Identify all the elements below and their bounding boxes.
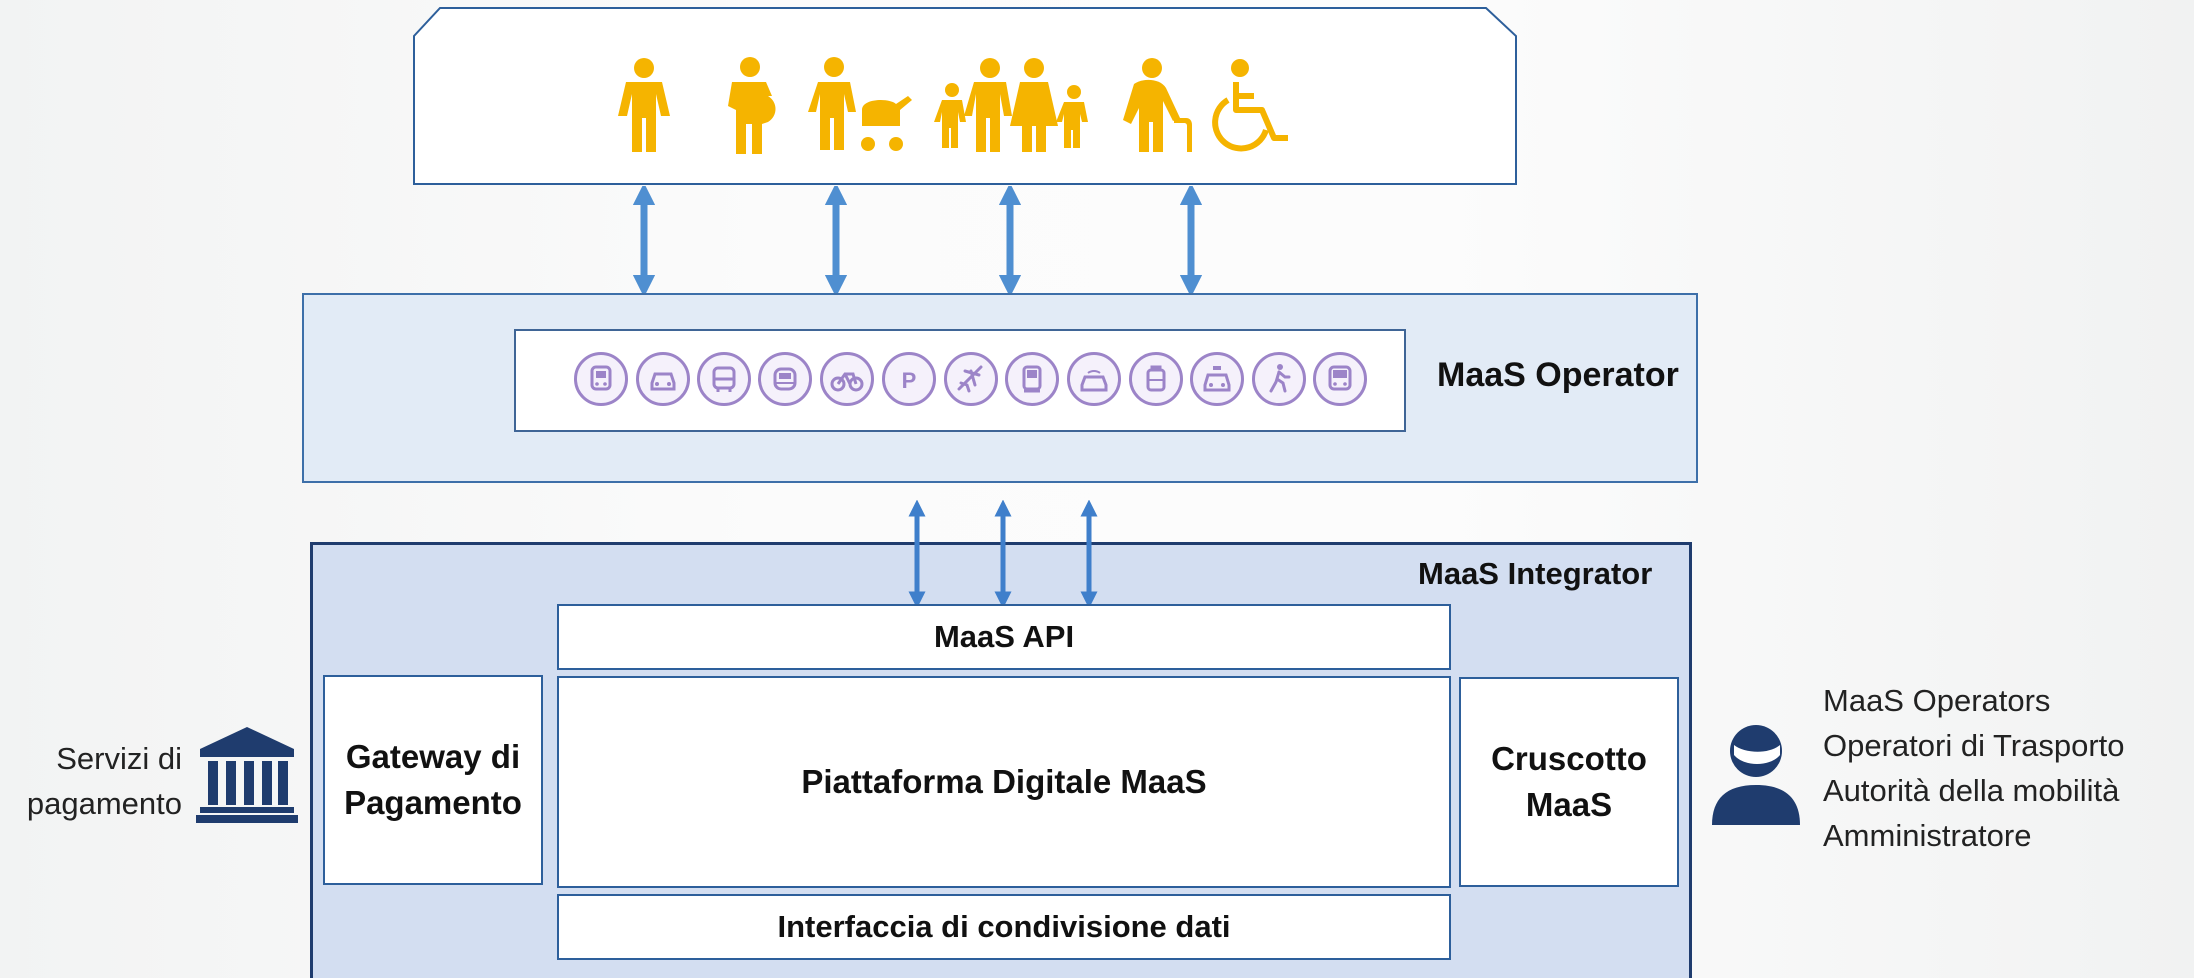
maas-dashboard-label-line2: MaaS	[1525, 786, 1613, 823]
plane-icon	[944, 352, 998, 406]
role-item: MaaS Operators	[1823, 683, 2051, 718]
elderly-with-cane-icon	[1123, 58, 1192, 152]
bank-icon	[196, 727, 298, 823]
maas-dashboard-box: Cruscotto MaaS	[1459, 677, 1679, 887]
payment-services-line2: pagamento	[26, 786, 182, 821]
family-icon	[934, 58, 1088, 152]
svg-text:P: P	[902, 368, 917, 393]
coach-icon	[1313, 352, 1367, 406]
walking-icon	[1252, 352, 1306, 406]
tram-icon	[758, 352, 812, 406]
maas-api-box: MaaS API	[557, 604, 1451, 670]
metro-icon	[574, 352, 628, 406]
maas-operator-label: MaaS Operator	[1437, 356, 1679, 394]
roles-list: MaaS Operators Operatori di Trasporto Au…	[1823, 678, 2125, 858]
person-icon	[1712, 725, 1800, 825]
maas-integrator-label: MaaS Integrator	[1418, 556, 1653, 591]
wheelchair-user-icon	[1212, 59, 1288, 152]
role-item: Operatori di Trasporto	[1823, 728, 2125, 763]
payment-gateway-label-line1: Gateway di	[345, 738, 521, 775]
car-icon	[636, 352, 690, 406]
bus-icon	[697, 352, 751, 406]
user-operator-arrows	[632, 186, 1203, 296]
maas-dashboard-label-line1: Cruscotto	[1491, 740, 1647, 777]
data-sharing-interface-box: Interfaccia di condivisione dati	[557, 894, 1451, 960]
parking-icon: P	[882, 352, 936, 406]
operator-integrator-arrows	[908, 500, 1098, 609]
users-icon-group	[618, 57, 1288, 154]
taxi-icon	[1190, 352, 1244, 406]
luggage-icon	[1129, 352, 1183, 406]
payment-services-line1: Servizi di	[56, 741, 182, 776]
digital-platform-label: Piattaforma Digitale MaaS	[801, 763, 1207, 800]
users-box	[413, 7, 1517, 185]
adult-icon	[618, 58, 670, 152]
pregnant-woman-icon	[728, 57, 776, 154]
maas-api-label: MaaS API	[933, 619, 1075, 654]
train-icon	[1005, 352, 1059, 406]
payment-gateway-label-line2: Pagamento	[344, 784, 522, 821]
bike-icon	[820, 352, 874, 406]
data-sharing-interface-label: Interfaccia di condivisione dati	[777, 909, 1231, 944]
payment-gateway-box: Gateway di Pagamento	[323, 675, 543, 885]
digital-platform-box: Piattaforma Digitale MaaS	[557, 676, 1451, 888]
role-item: Amministratore	[1823, 818, 2032, 853]
parent-with-stroller-icon	[808, 57, 912, 151]
role-item: Autorità della mobilità	[1823, 773, 2120, 808]
car-sharing-icon	[1067, 352, 1121, 406]
payment-services-label: Servizi di pagamento	[10, 736, 182, 826]
